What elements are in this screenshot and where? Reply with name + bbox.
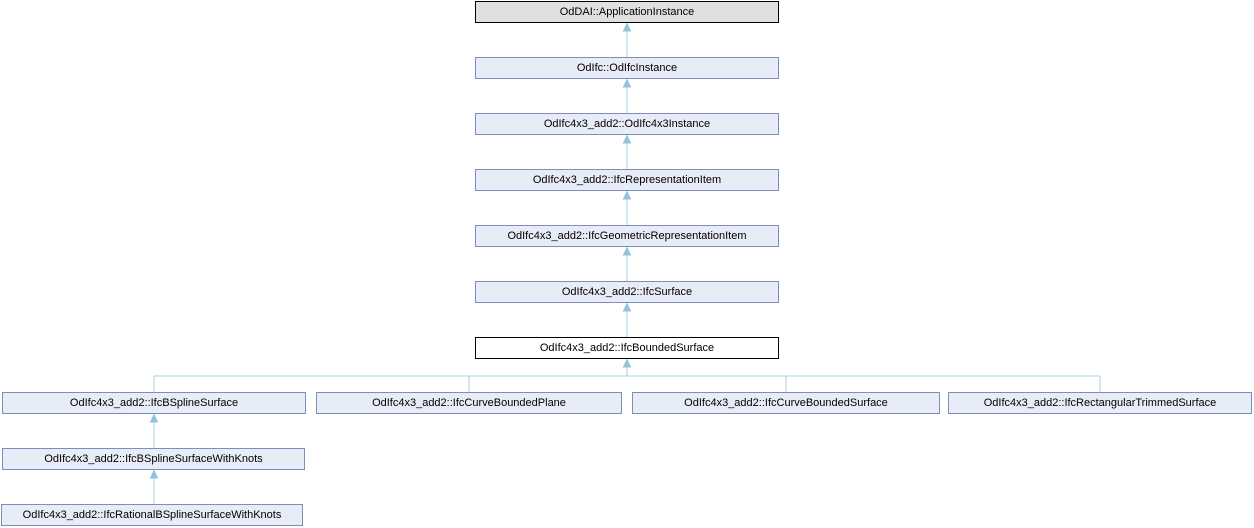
arrow-up-icon — [622, 190, 632, 200]
node-ifc-curve-bounded-surface[interactable]: OdIfc4x3_add2::IfcCurveBoundedSurface — [632, 392, 940, 414]
node-ifc-surface[interactable]: OdIfc4x3_add2::IfcSurface — [475, 281, 779, 303]
arrow-up-icon — [622, 22, 632, 32]
node-odifc-odifcinstance[interactable]: OdIfc::OdIfcInstance — [475, 57, 779, 79]
arrow-up-icon — [622, 78, 632, 88]
node-ifc-geometric-representation-item[interactable]: OdIfc4x3_add2::IfcGeometricRepresentatio… — [475, 225, 779, 247]
node-oddai-applicationinstance[interactable]: OdDAI::ApplicationInstance — [475, 1, 779, 23]
arrow-up-icon — [149, 413, 159, 423]
node-ifc-rectangular-trimmed-surface[interactable]: OdIfc4x3_add2::IfcRectangularTrimmedSurf… — [948, 392, 1252, 414]
arrow-up-icon — [149, 469, 159, 479]
arrow-up-icon — [622, 302, 632, 312]
arrow-up-icon — [622, 134, 632, 144]
node-ifc-rational-bspline-surface-with-knots[interactable]: OdIfc4x3_add2::IfcRationalBSplineSurface… — [1, 504, 303, 526]
node-ifc-bspline-surface[interactable]: OdIfc4x3_add2::IfcBSplineSurface — [2, 392, 306, 414]
arrow-up-icon — [622, 358, 632, 368]
node-ifc-curve-bounded-plane[interactable]: OdIfc4x3_add2::IfcCurveBoundedPlane — [316, 392, 622, 414]
arrow-up-icon — [622, 246, 632, 256]
node-ifc-bounded-surface: OdIfc4x3_add2::IfcBoundedSurface — [475, 337, 779, 359]
node-ifc-bspline-surface-with-knots[interactable]: OdIfc4x3_add2::IfcBSplineSurfaceWithKnot… — [2, 448, 305, 470]
node-ifc-representation-item[interactable]: OdIfc4x3_add2::IfcRepresentationItem — [475, 169, 779, 191]
edge-line — [153, 366, 1101, 392]
node-odifc4x3-instance[interactable]: OdIfc4x3_add2::OdIfc4x3Instance — [475, 113, 779, 135]
